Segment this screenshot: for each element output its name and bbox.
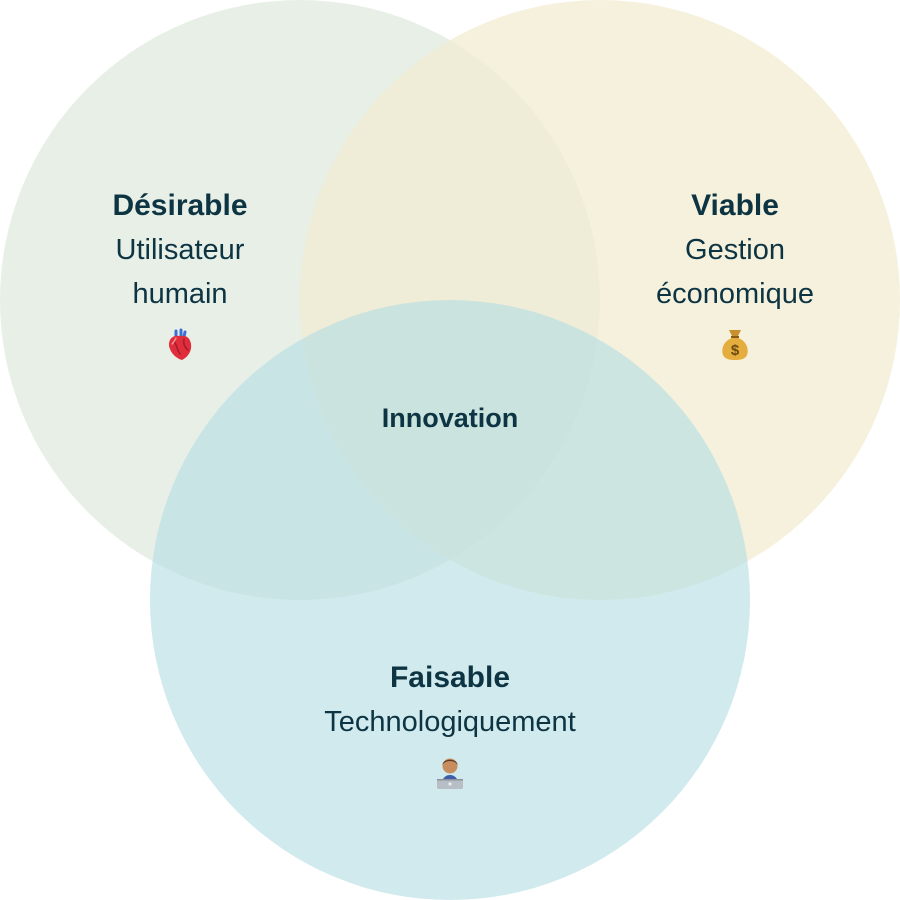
desirable-label-block: Désirable Utilisateur humain (30, 183, 330, 362)
desirable-subtitle-line-2: humain (132, 278, 228, 311)
faisable-label-block: Faisable Technologiquement (250, 655, 650, 790)
center-label-block: Innovation (300, 398, 600, 439)
faisable-subtitle-line-1: Technologiquement (324, 706, 576, 738)
circle-faisable (150, 300, 750, 900)
desirable-title: Désirable (112, 189, 248, 222)
money-bag-icon: $ (722, 330, 748, 361)
svg-text:$: $ (731, 342, 740, 359)
innovation-label: Innovation (381, 403, 519, 433)
desirable-subtitle-line-1: Utilisateur (115, 234, 245, 266)
faisable-title: Faisable (389, 661, 511, 694)
viable-subtitle-line-2: économique (656, 278, 814, 311)
anatomical-heart-icon (169, 328, 192, 361)
technologist-icon (437, 758, 463, 790)
viable-title: Viable (691, 189, 779, 222)
viable-subtitle-line-1: Gestion (685, 234, 785, 266)
viable-label-block: Viable Gestion économique $ (585, 183, 885, 362)
